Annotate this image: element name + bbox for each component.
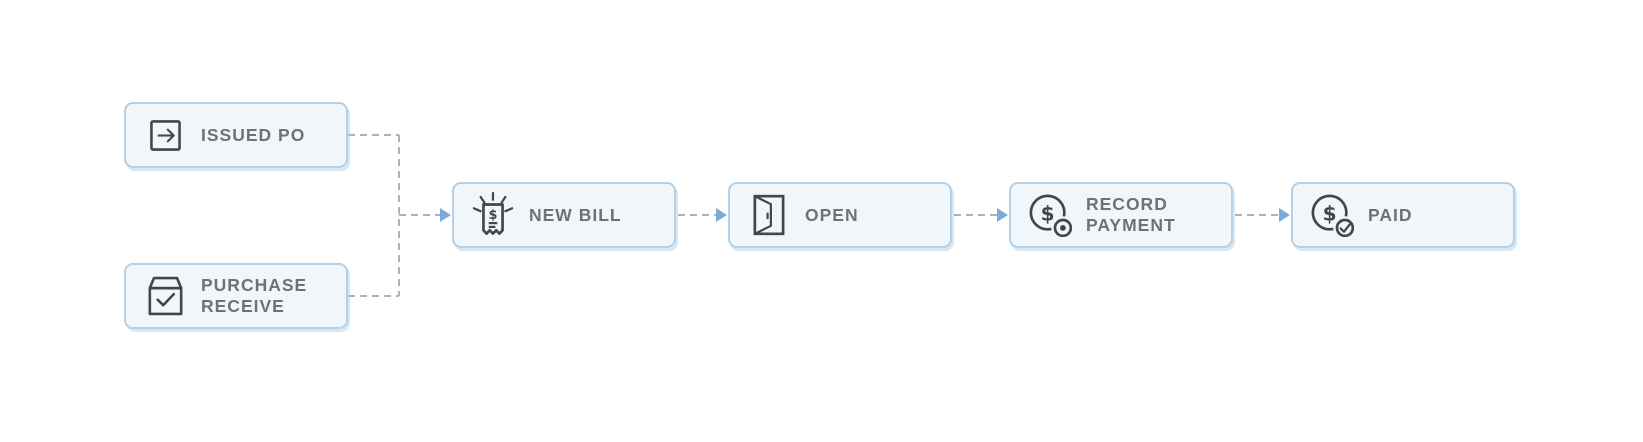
node-label: OPEN <box>805 204 859 225</box>
node-new-bill: $ NEW BILL <box>452 182 676 248</box>
node-issued-po: ISSUED PO <box>124 102 348 168</box>
edge-merge-to-new-bill <box>399 208 451 222</box>
node-label: RECORD PAYMENT <box>1086 194 1176 235</box>
node-label: ISSUED PO <box>201 124 306 145</box>
edge-new-bill-to-open <box>678 208 727 222</box>
record-payment-icon: $ <box>1026 193 1074 237</box>
arrowhead-icon <box>997 208 1008 222</box>
paid-icon: $ <box>1308 193 1356 237</box>
node-paid: $ PAID <box>1291 182 1515 248</box>
arrowhead-icon <box>716 208 727 222</box>
node-label: PAID <box>1368 204 1413 225</box>
svg-text:$: $ <box>1041 201 1055 225</box>
arrowhead-icon <box>1279 208 1290 222</box>
node-label: PURCHASE RECEIVE <box>201 275 308 316</box>
node-purchase-receive: PURCHASE RECEIVE <box>124 263 348 329</box>
node-open: OPEN <box>728 182 952 248</box>
issued-po-icon <box>141 119 189 151</box>
open-door-icon <box>745 194 793 236</box>
node-record-payment: $ RECORD PAYMENT <box>1009 182 1233 248</box>
edge-open-to-record-payment <box>954 208 1008 222</box>
arrowhead-icon <box>440 208 451 222</box>
new-bill-icon: $ <box>469 192 517 238</box>
svg-text:$: $ <box>1323 201 1337 225</box>
svg-text:$: $ <box>489 208 498 223</box>
edge-record-payment-to-paid <box>1235 208 1290 222</box>
node-label: NEW BILL <box>529 204 622 225</box>
purchase-receive-icon <box>141 276 189 316</box>
